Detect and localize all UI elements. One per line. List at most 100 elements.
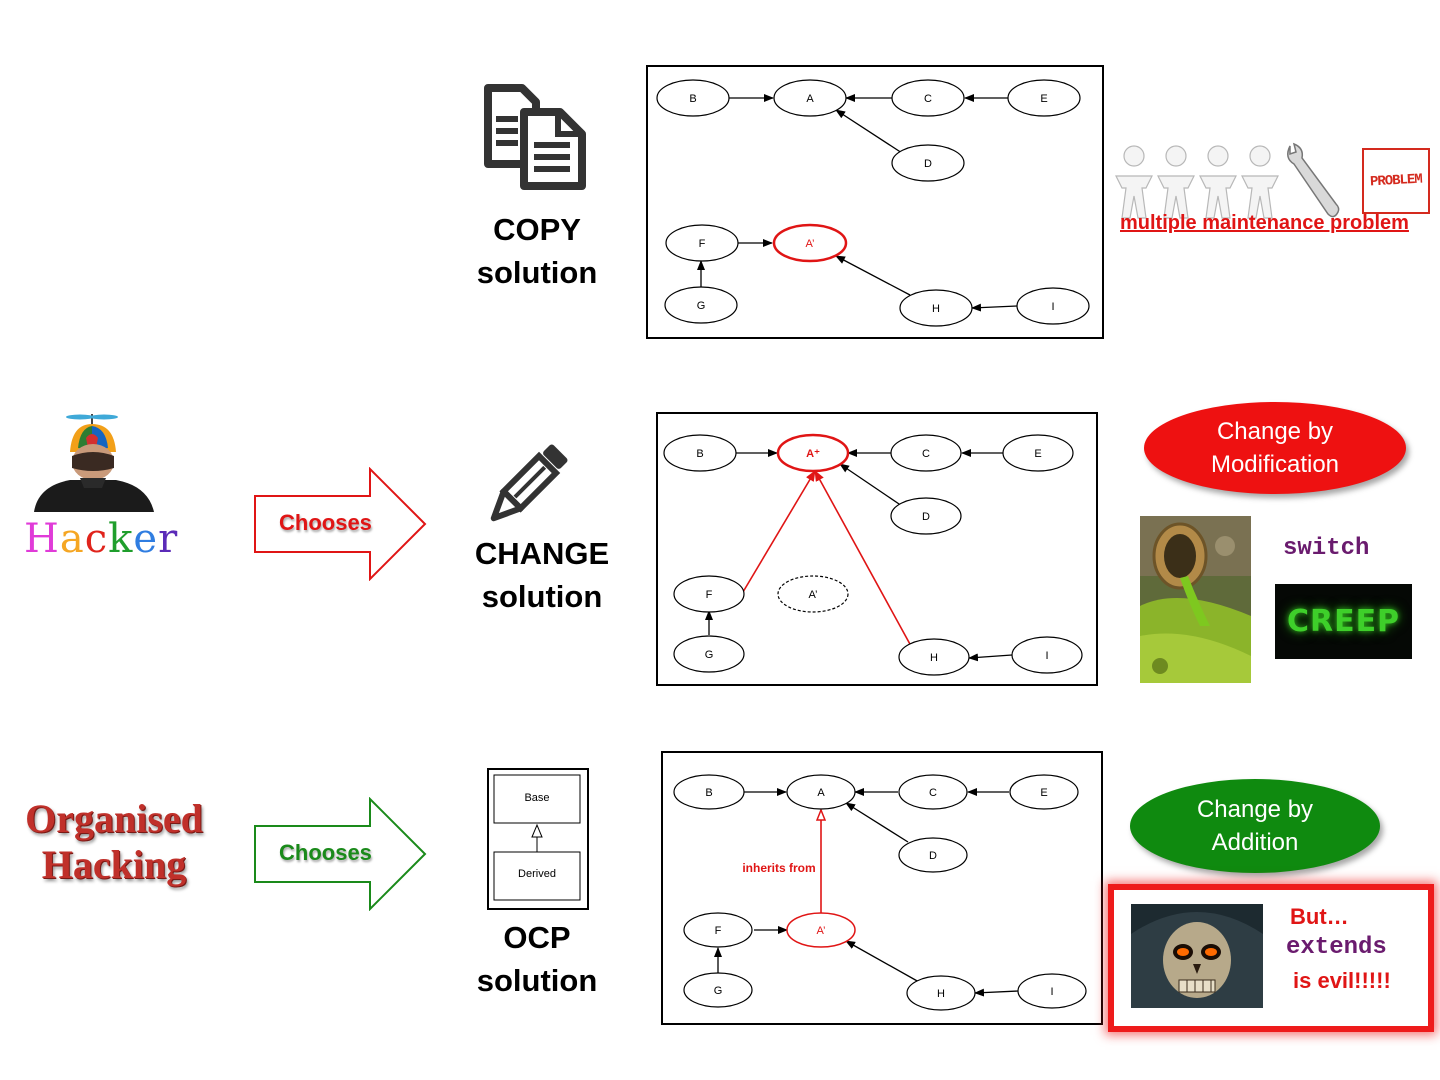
uml-derived-label: Derived: [518, 868, 556, 880]
is-evil-text: is evil!!!!!: [1293, 968, 1391, 993]
wrench-icon: [1282, 142, 1342, 220]
node-label: A: [817, 787, 825, 799]
organised-line1: Organised: [25, 796, 203, 841]
node-label: D: [929, 850, 937, 862]
bubble-line2: Modification: [1210, 451, 1340, 478]
chooses-arrow-green: [252, 796, 430, 912]
extends-is-evil-box: But… extends is evil!!!!!: [1108, 884, 1434, 1032]
pencil-icon: [484, 442, 570, 528]
node-label: D: [924, 158, 932, 170]
node-label: E: [1040, 787, 1047, 799]
edge: [714, 788, 1019, 997]
change-by-addition-bubble: Change by Addition: [1130, 779, 1380, 873]
node-label: E: [1040, 93, 1047, 105]
change-by-modification-bubble: Change by Modification: [1144, 402, 1406, 494]
node-label: B: [696, 448, 703, 460]
problem-stamp-text: PROBLEM: [1369, 171, 1423, 191]
copy-icon: [480, 82, 590, 192]
node-f: [683, 912, 753, 948]
node-label: B: [705, 787, 712, 799]
node-b: [656, 79, 730, 117]
ocp-dependency-diagram: B A C E D F A’ G H I inherits from: [661, 751, 1103, 1025]
but-text: But…: [1290, 904, 1349, 929]
node-label: B: [689, 93, 696, 105]
node-i: [1016, 287, 1090, 325]
diagram-nodes: [673, 774, 1087, 1011]
sewer-pipe-image: [1140, 516, 1251, 683]
ocp-label-line2: solution: [476, 963, 598, 998]
node-a-plus: [776, 433, 850, 473]
node-label: I: [1045, 650, 1048, 662]
paper-person: [1241, 145, 1279, 219]
edge: [697, 94, 1018, 312]
node-a: [773, 79, 847, 117]
node-label: C: [929, 787, 937, 799]
node-label: A⁺: [806, 448, 820, 460]
node-a-prime: [786, 912, 856, 948]
ocp-solution-label: OCP solution: [462, 916, 612, 1002]
bubble-line1: Change by: [1216, 418, 1334, 445]
hacker-letter: a: [59, 516, 85, 562]
paper-people-icon: [1112, 144, 1294, 220]
node-e: [1007, 79, 1081, 117]
node-label: H: [932, 303, 940, 315]
node-h: [898, 638, 970, 676]
chooses-label-red: Chooses: [279, 510, 372, 535]
node-label: C: [924, 93, 932, 105]
paper-person: [1157, 145, 1195, 219]
node-c: [898, 774, 968, 810]
uml-base-label: Base: [524, 792, 550, 804]
node-b: [663, 434, 737, 472]
node-label: H: [930, 652, 938, 664]
organised-line2: Hacking: [41, 842, 187, 887]
inherits-from-label: inherits from: [742, 861, 815, 875]
node-label: I: [1051, 301, 1054, 313]
node-g: [683, 972, 753, 1008]
node-label: H: [937, 988, 945, 1000]
creep-text: CREEP: [1286, 604, 1401, 639]
node-label: F: [715, 925, 722, 937]
change-dependency-diagram: B A⁺ C E D F A’ G H I: [656, 412, 1098, 686]
node-label: I: [1050, 986, 1053, 998]
switch-keyword: switch: [1283, 535, 1370, 562]
node-a-prime-removed: [777, 575, 849, 613]
node-label: A: [806, 93, 814, 105]
paper-person: [1115, 145, 1153, 219]
node-label: F: [706, 589, 713, 601]
node-label: G: [705, 649, 714, 661]
hacker-letter: k: [108, 516, 134, 562]
node-f: [673, 575, 745, 613]
edge-modified: [742, 470, 912, 647]
node-e: [1002, 434, 1074, 472]
node-h: [906, 975, 976, 1011]
node-i: [1011, 636, 1083, 674]
change-solution-label: CHANGE solution: [462, 532, 622, 618]
copy-solution-label: COPY solution: [462, 208, 612, 294]
node-g: [664, 286, 738, 324]
node-label: F: [699, 238, 706, 250]
node-d: [891, 144, 965, 182]
change-label-line1: CHANGE: [474, 536, 610, 571]
node-h: [899, 289, 973, 327]
hacker-letter: c: [84, 516, 109, 562]
copy-dependency-diagram: B A C E D F A’ G H I: [646, 65, 1104, 339]
copy-label-line1: COPY: [493, 212, 581, 247]
problem-stamp: PROBLEM: [1362, 148, 1430, 214]
change-label-line2: solution: [481, 579, 603, 614]
node-g: [673, 635, 745, 673]
uml-class-diagram: Base Derived: [487, 768, 589, 910]
hacker-figure: [30, 412, 158, 512]
extends-keyword: extends: [1286, 934, 1387, 961]
copy-label-line2: solution: [476, 255, 598, 290]
node-i: [1017, 973, 1087, 1009]
node-b: [673, 774, 745, 810]
node-d: [898, 837, 968, 873]
node-label: A’: [806, 238, 815, 250]
node-e: [1009, 774, 1079, 810]
chooses-label-green: Chooses: [279, 840, 372, 865]
bubble-line1: Change by: [1196, 796, 1314, 823]
node-a: [786, 774, 856, 810]
edge: [705, 449, 1013, 662]
chooses-arrow-red: [252, 466, 430, 582]
hacker-label: Hacker: [24, 516, 178, 562]
